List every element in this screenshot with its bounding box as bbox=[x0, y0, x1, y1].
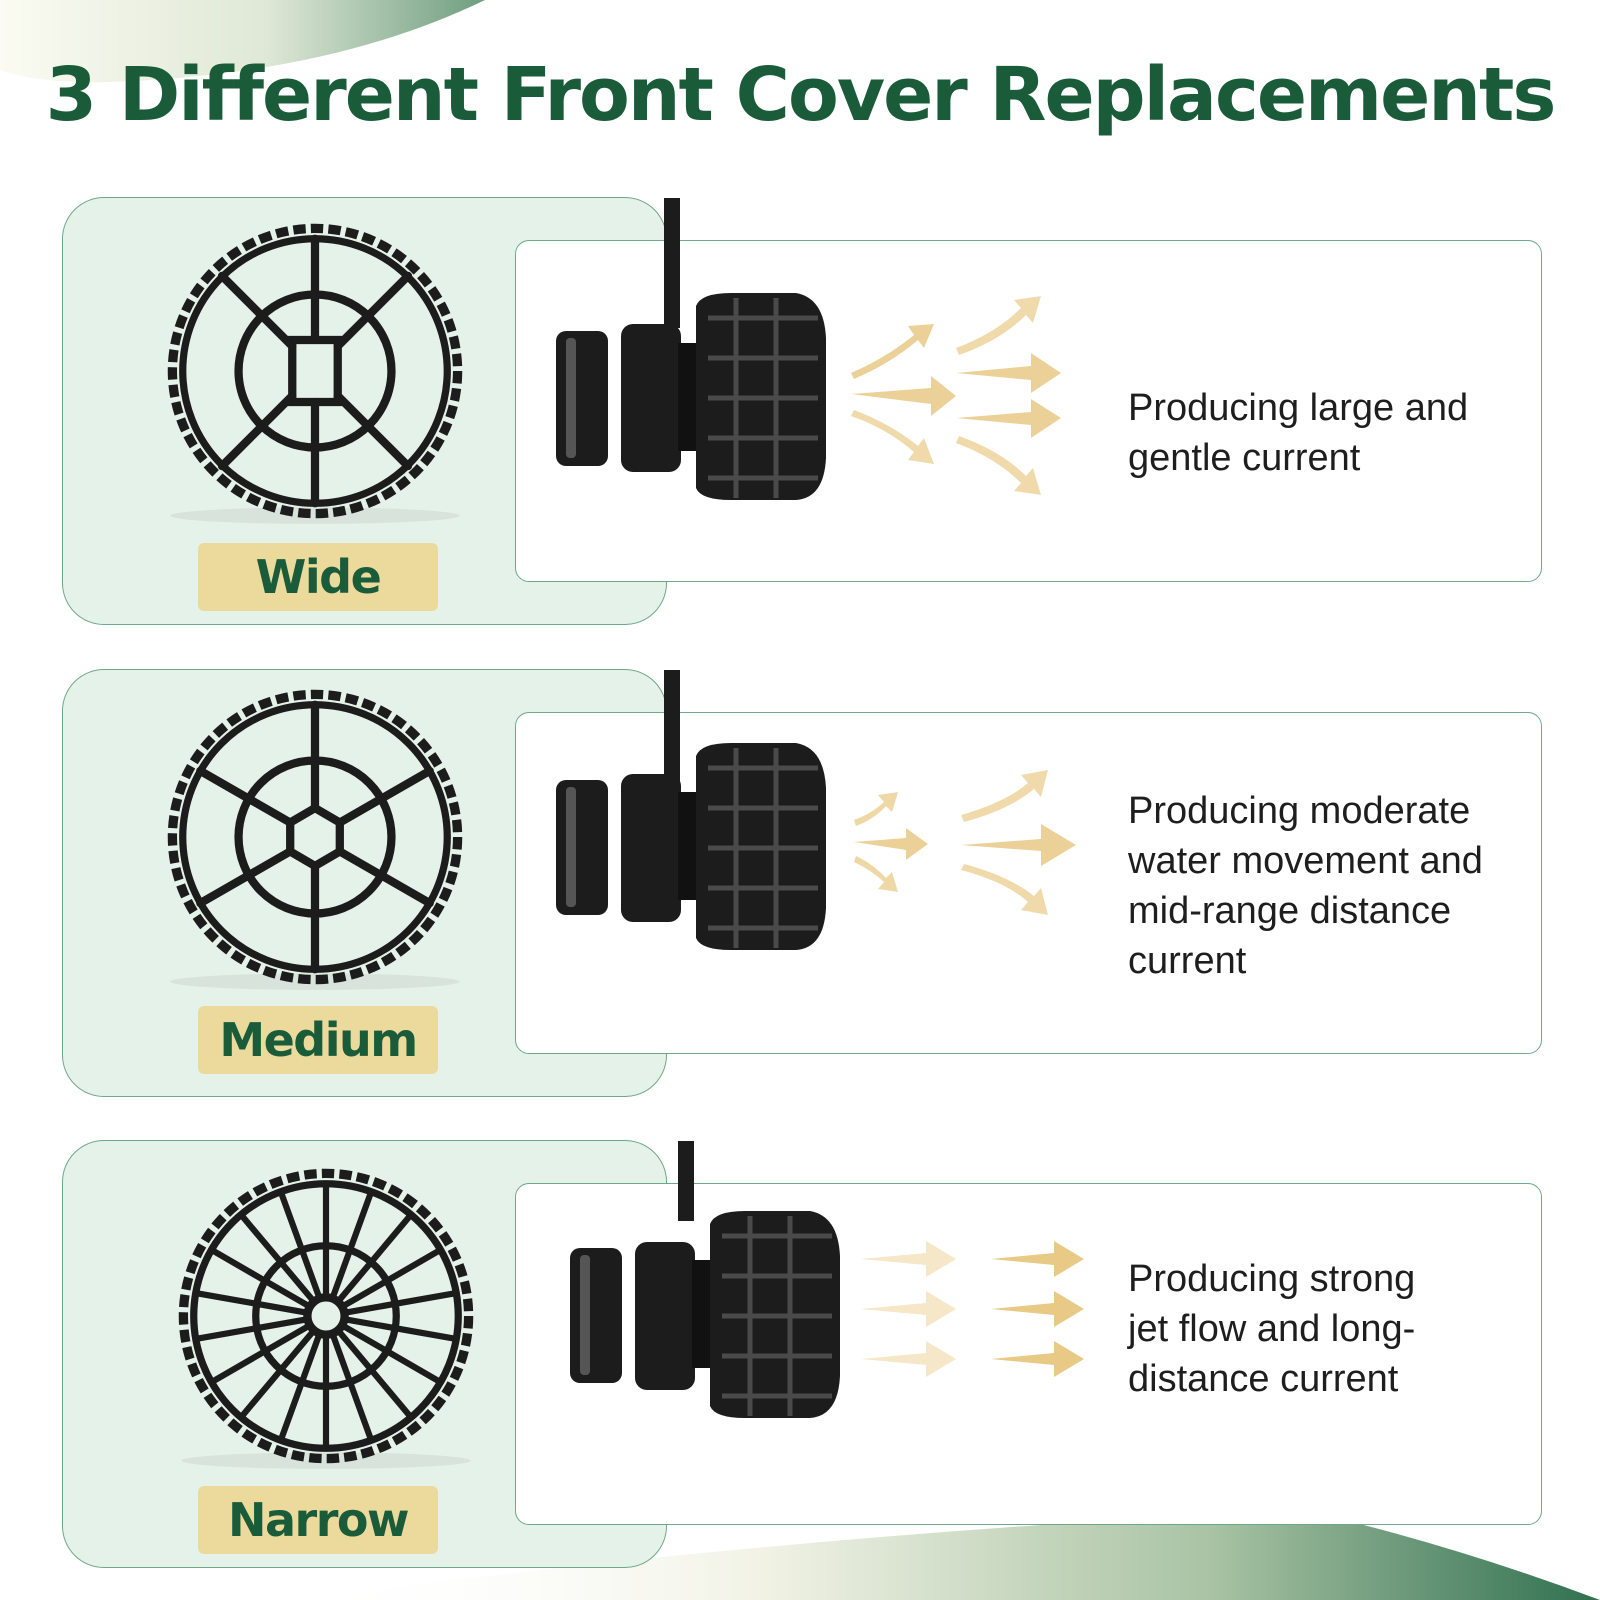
cover-label-wide: Wide bbox=[198, 543, 438, 611]
wave-pump-icon bbox=[556, 670, 1076, 950]
wave-pump-icon bbox=[570, 1141, 1084, 1418]
current-arrows bbox=[851, 296, 1061, 495]
wave-pump-icon bbox=[556, 198, 1061, 500]
bottom-decoration bbox=[300, 1515, 1600, 1600]
cover-row-wide: Wide bbox=[0, 197, 1600, 627]
description-card-medium: Producing moderate water movement and mi… bbox=[515, 670, 1542, 1054]
cover-label-medium: Medium bbox=[198, 1006, 438, 1074]
wide-front-cover-icon bbox=[167, 223, 463, 524]
page-title: 3 Different Front Cover Replacements bbox=[45, 52, 1557, 138]
medium-front-cover-icon bbox=[167, 689, 463, 990]
cover-label-narrow: Narrow bbox=[198, 1486, 438, 1554]
narrow-front-cover-icon bbox=[178, 1168, 474, 1469]
description-medium: Producing moderate water movement and mi… bbox=[1128, 790, 1483, 982]
description-card-wide: Producing large and gentle current bbox=[515, 198, 1542, 582]
cover-row-narrow: Narrow bbox=[0, 1140, 1600, 1570]
description-wide: Producing large and gentle current bbox=[1128, 387, 1469, 479]
cover-row-medium: Medium bbox=[0, 669, 1600, 1099]
description-card-narrow: Producing strong jet flow and long- dist… bbox=[515, 1141, 1542, 1525]
current-arrows bbox=[861, 1241, 1084, 1377]
top-left-decoration bbox=[0, 0, 485, 83]
current-arrows bbox=[854, 770, 1076, 915]
description-narrow: Producing strong jet flow and long- dist… bbox=[1128, 1258, 1416, 1400]
